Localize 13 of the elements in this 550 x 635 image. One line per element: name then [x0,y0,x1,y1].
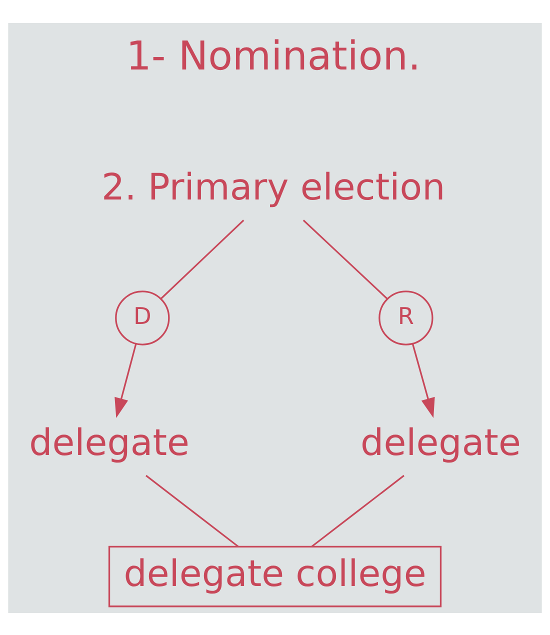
connector [160,219,244,299]
connector [311,474,404,547]
node-circle: R [378,290,434,345]
node-text: 2. Primary election [102,165,446,208]
label: 1- Nomination. [126,33,421,80]
node-text: delegate [29,420,190,464]
node-circle: D [115,290,170,345]
node-text: delegate [360,420,521,464]
arrow [114,344,137,418]
node-box: delegate college [108,545,442,607]
connector [302,219,388,299]
arrow [412,344,435,418]
connector [146,474,239,547]
